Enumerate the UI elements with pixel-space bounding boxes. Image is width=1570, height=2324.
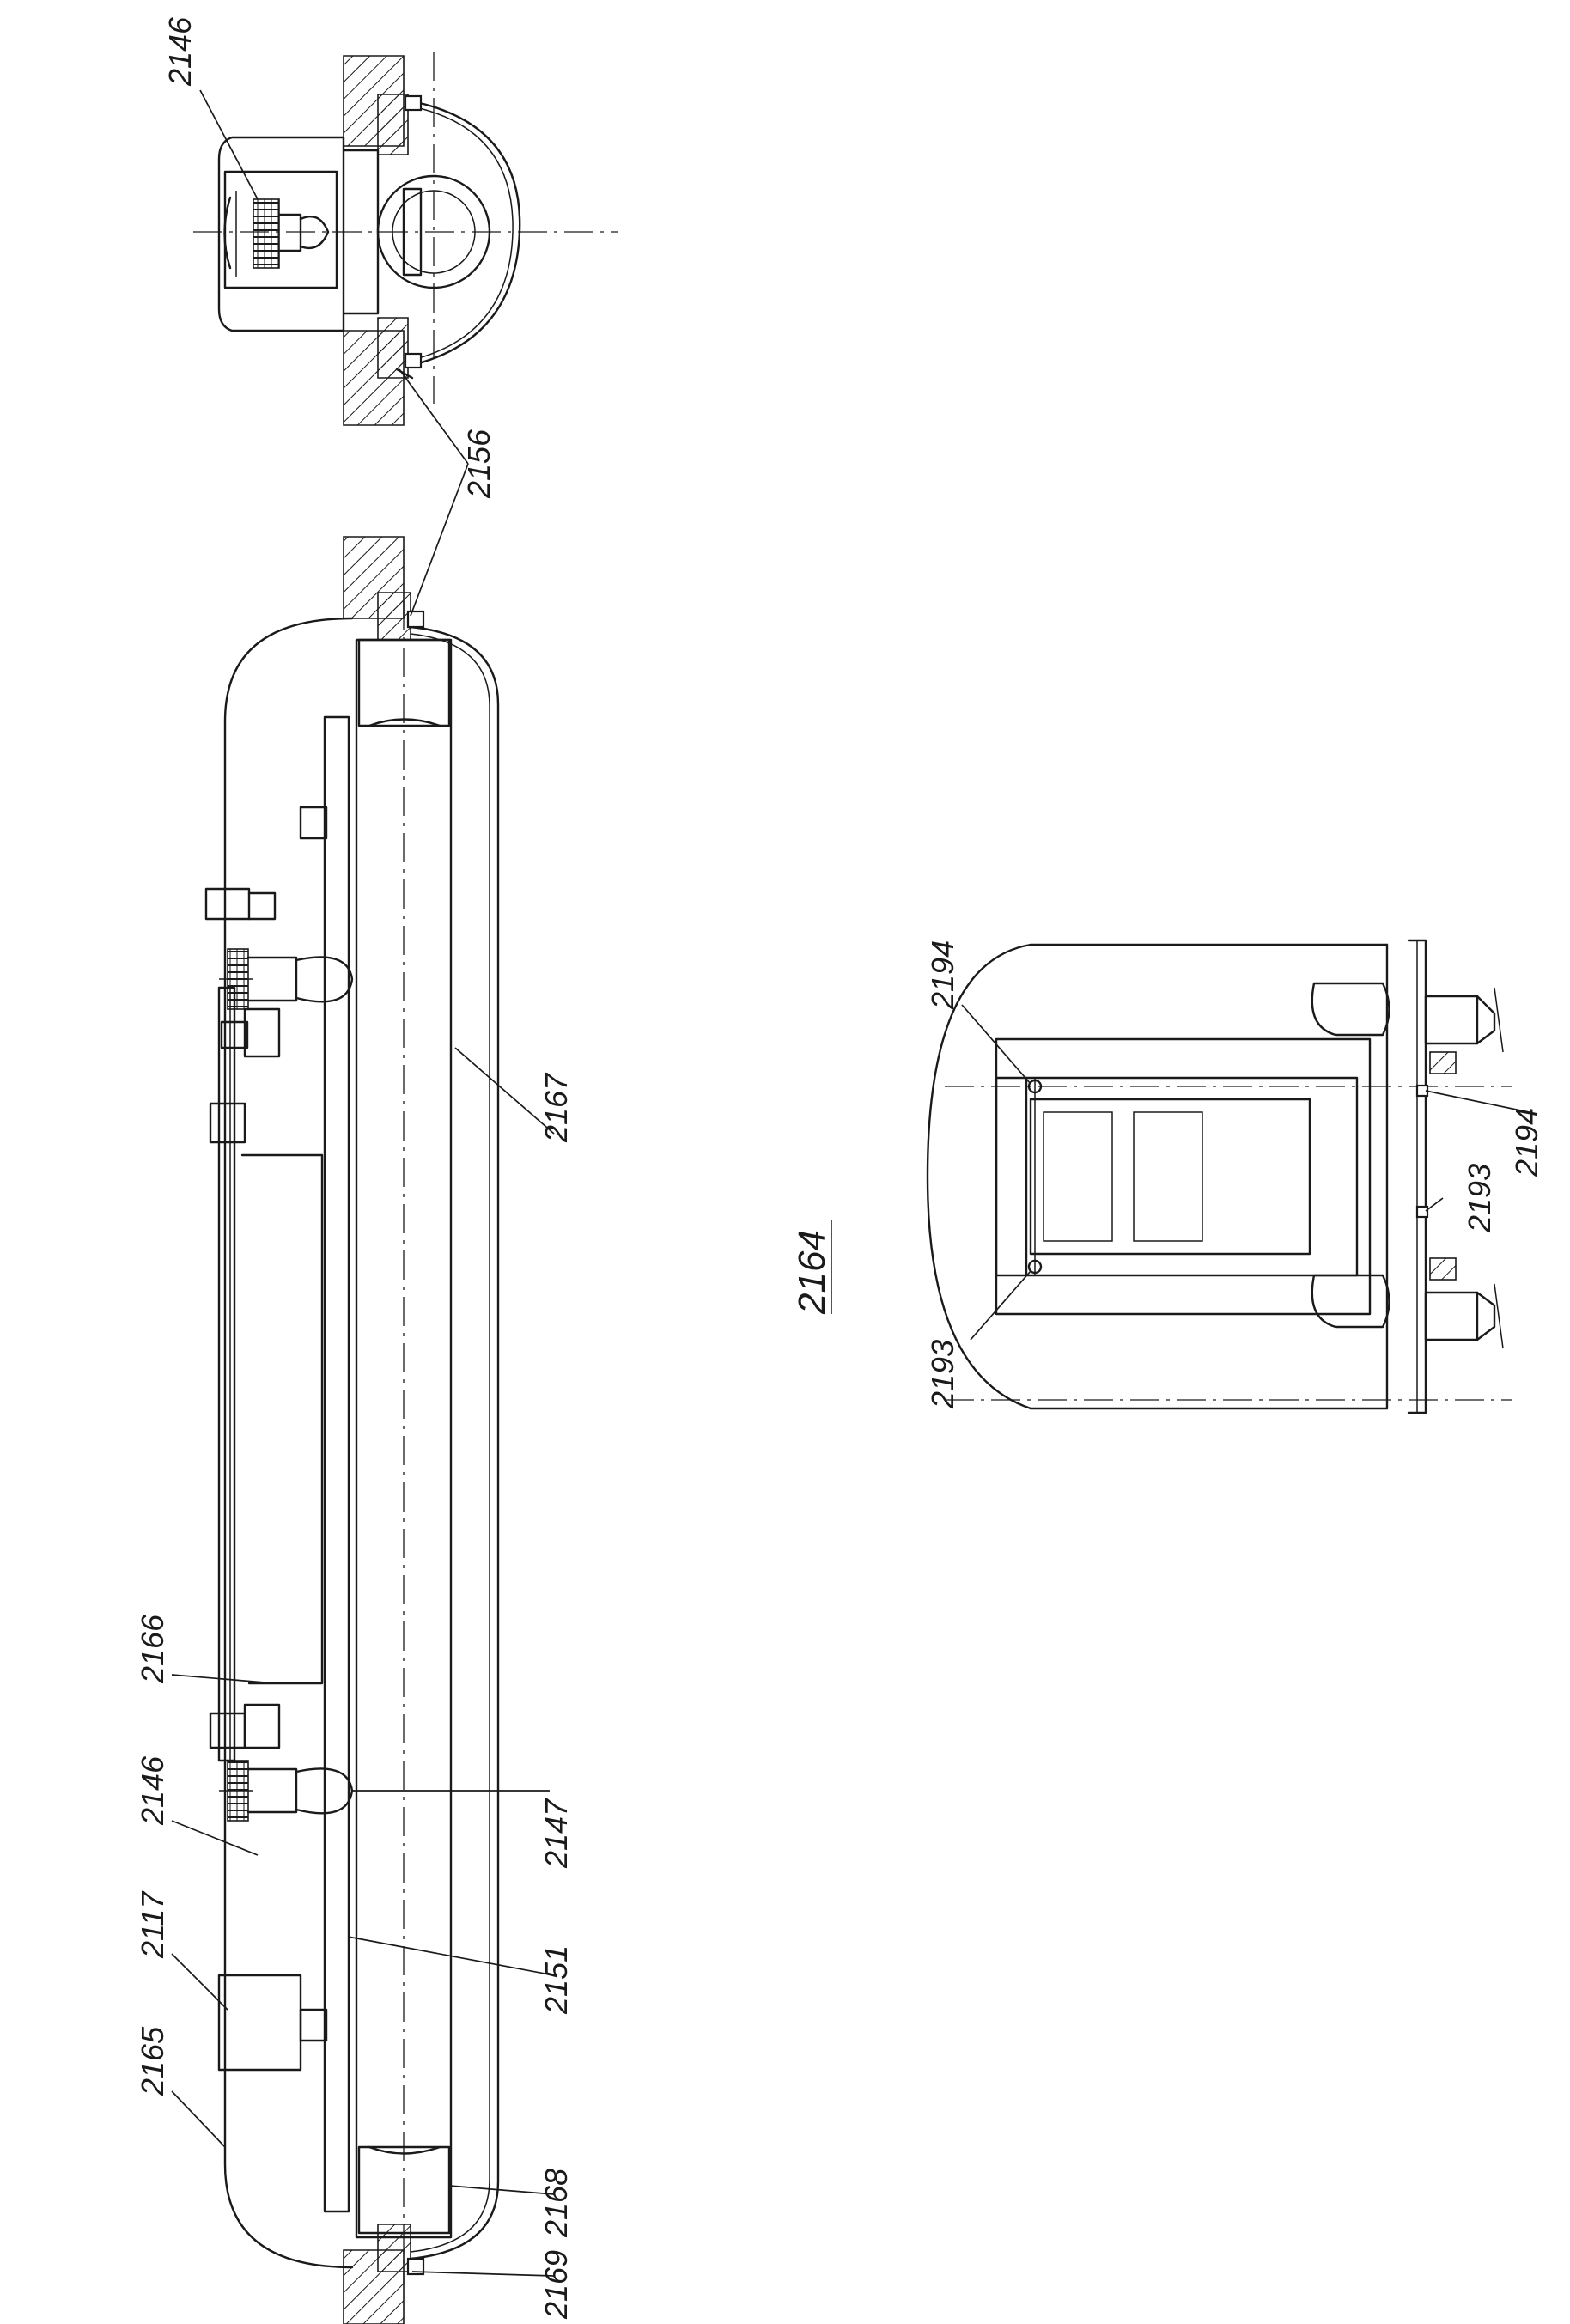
label-2166: 2166 — [135, 1614, 170, 1684]
label-2194-top: 2194 — [925, 940, 960, 1010]
section-view — [193, 52, 618, 426]
end-view — [926, 939, 1512, 1414]
label-2156: 2156 — [461, 429, 496, 499]
label-2146-bottom: 2146 — [135, 1755, 170, 1826]
label-2167: 2167 — [539, 1072, 574, 1143]
label-2169: 2169 — [539, 2250, 574, 2320]
label-2117: 2117 — [135, 1890, 170, 1959]
label-2193-bottom: 2193 — [925, 1340, 960, 1409]
label-2146-top: 2146 — [162, 16, 198, 87]
label-2165: 2165 — [135, 2026, 170, 2096]
label-2151: 2151 — [539, 1945, 574, 2015]
figure-number: 2164 — [791, 1230, 833, 1315]
longitudinal-view — [204, 536, 500, 2324]
label-2194-right: 2194 — [1509, 1108, 1544, 1177]
label-2168: 2168 — [539, 2169, 574, 2238]
label-2147: 2147 — [539, 1798, 574, 1869]
label-2193-right: 2193 — [1462, 1164, 1497, 1233]
